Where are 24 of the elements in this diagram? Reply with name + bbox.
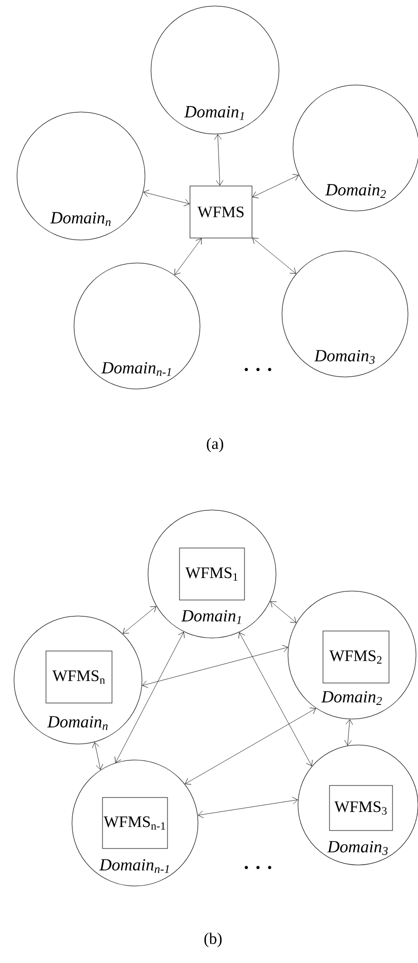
arrow bbox=[344, 719, 353, 746]
arrow bbox=[252, 174, 299, 198]
arrow bbox=[252, 238, 296, 274]
arrow bbox=[114, 632, 185, 763]
ellipsis: · · · bbox=[244, 368, 272, 372]
wfms-box: WFMS bbox=[190, 186, 252, 238]
arrow bbox=[122, 606, 156, 634]
wfms-box: WFMS$_{n}$ bbox=[46, 650, 112, 704]
arrow bbox=[174, 238, 202, 275]
subfigure-label: (b) bbox=[204, 932, 222, 948]
arrow bbox=[238, 632, 313, 766]
arrow bbox=[270, 601, 296, 623]
wfms-box: WFMS$_{n-1}$ bbox=[102, 797, 168, 849]
arrow bbox=[142, 644, 288, 688]
arrow bbox=[198, 796, 298, 818]
ellipsis: · · · bbox=[244, 866, 272, 870]
arrow bbox=[143, 190, 190, 206]
arrow bbox=[214, 134, 224, 186]
wfms-box: WFMS$_{2}$ bbox=[322, 630, 390, 684]
wfms-box: WFMS$_{3}$ bbox=[329, 785, 393, 831]
arrow bbox=[92, 742, 104, 770]
arrow bbox=[184, 708, 316, 785]
wfms-box: WFMS$_{1}$ bbox=[179, 548, 245, 600]
subfigure-label: (a) bbox=[206, 438, 224, 452]
